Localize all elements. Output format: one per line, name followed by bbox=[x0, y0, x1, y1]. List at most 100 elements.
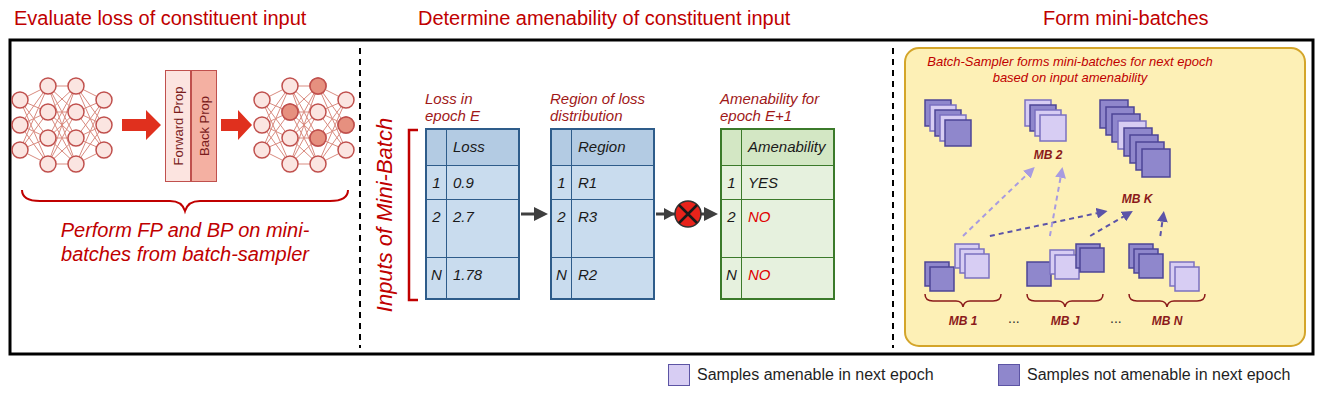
multiply-symbol bbox=[675, 201, 701, 227]
table-cell-text: R1 bbox=[578, 174, 597, 191]
connector bbox=[963, 171, 1031, 236]
table-cell: R3 bbox=[572, 200, 653, 258]
table-cell-text: NO bbox=[748, 266, 771, 283]
table-heading: Loss in epoch E bbox=[425, 84, 495, 124]
table-cell-text: 2 bbox=[727, 208, 735, 225]
table-cell: NO bbox=[742, 258, 833, 298]
table-heading-text: Amenability for epoch E+1 bbox=[720, 90, 845, 124]
table-cell-text: 1 bbox=[727, 174, 735, 191]
table-cell-text: 2 bbox=[557, 208, 565, 225]
mini-batch-label: MB 1 bbox=[921, 314, 1005, 328]
axis-label-box: Inputs of Mini-Batch bbox=[372, 118, 398, 312]
ellipsis: ... bbox=[1110, 310, 1122, 326]
table-body: Loss10.922.7N1.78 bbox=[425, 128, 520, 300]
table-cell: 1 bbox=[552, 166, 572, 200]
table-heading-text: Region of loss distribution bbox=[550, 90, 655, 124]
table-cell: YES bbox=[742, 166, 833, 200]
sample-stack bbox=[925, 100, 971, 146]
table-cell: 2 bbox=[427, 200, 447, 258]
table-cell-text: Loss bbox=[453, 138, 485, 155]
table-heading: Region of loss distribution bbox=[550, 84, 655, 124]
ellipsis: ... bbox=[1008, 310, 1020, 326]
table-heading: Amenability for epoch E+1 bbox=[720, 84, 845, 124]
section-heading-box: Form mini-batches bbox=[1043, 6, 1209, 30]
mini-batch: MB N bbox=[1125, 238, 1209, 330]
legend-text: Samples not amenable in next epoch bbox=[1027, 366, 1290, 383]
panel-caption-text: Batch-Sampler forms mini-batches for nex… bbox=[927, 54, 1212, 85]
mini-batch-name: MB J bbox=[1051, 314, 1080, 328]
table-cell: Amenability bbox=[742, 130, 833, 166]
legend-text: Samples amenable in next epoch bbox=[697, 366, 934, 383]
step-caption: Perform FP and BP on mini-batches from b… bbox=[61, 219, 310, 265]
table-cell bbox=[722, 130, 742, 166]
legend-entry: Samples not amenable in next epoch bbox=[1027, 365, 1290, 385]
region-table: Region of loss distributionRegion 1 R1 2 R3N… bbox=[550, 84, 655, 300]
sampler-panel-fill bbox=[905, 48, 1305, 346]
table-cell-text: YES bbox=[748, 174, 778, 191]
section-heading: Evaluate loss of constituent input bbox=[14, 7, 306, 29]
connector bbox=[1050, 172, 1062, 236]
amenability-table: Amenability for epoch E+1Amenability 1 YES… bbox=[720, 84, 845, 300]
mini-batch-name: MB N bbox=[1152, 314, 1183, 328]
table-cell: N bbox=[722, 258, 742, 298]
table-cell: Loss bbox=[447, 130, 518, 166]
mini-batch-label: MB N bbox=[1125, 314, 1209, 328]
connector bbox=[1160, 216, 1163, 236]
table-cell: 2 bbox=[552, 200, 572, 258]
updated-neurons bbox=[282, 78, 354, 146]
table-cell-text: 1 bbox=[432, 174, 440, 191]
mini-batch-label: MB 2 bbox=[1015, 148, 1081, 162]
multiply-cross bbox=[679, 205, 697, 223]
section-heading-box: Evaluate loss of constituent input bbox=[14, 6, 306, 30]
section-divider bbox=[892, 48, 894, 348]
connector bbox=[521, 213, 541, 216]
batch-sampler-panel: Batch-Sampler forms mini-batches for nex… bbox=[905, 48, 1305, 346]
outer-frame bbox=[10, 40, 1313, 354]
legend-entry: Samples amenable in next epoch bbox=[697, 365, 934, 385]
section-heading: Form mini-batches bbox=[1043, 7, 1209, 29]
sample-stack bbox=[1100, 100, 1170, 177]
table-cell-text: Amenability bbox=[748, 138, 826, 155]
brace bbox=[22, 190, 348, 211]
table-cell-text: NO bbox=[748, 208, 771, 225]
mini-batch-name: MB 1 bbox=[949, 314, 978, 328]
table-cell-text: 1.78 bbox=[453, 266, 482, 283]
table-cell: 2.7 bbox=[447, 200, 518, 258]
arrow-head bbox=[664, 208, 675, 220]
section-heading-box: Determine amenability of constituent inp… bbox=[418, 6, 790, 30]
mini-batch: MB K bbox=[1095, 98, 1179, 208]
mini-batch-name: MB 2 bbox=[1034, 148, 1063, 162]
flow-arrow bbox=[122, 110, 161, 140]
section-heading: Determine amenability of constituent inp… bbox=[418, 7, 790, 29]
axis-label: Inputs of Mini-Batch bbox=[372, 118, 397, 312]
ellipsis-box: ... bbox=[1008, 310, 1020, 327]
table-cell: NO bbox=[742, 200, 833, 258]
ellipsis-box: ... bbox=[1110, 310, 1122, 327]
section-divider bbox=[359, 48, 361, 348]
table-body: Amenability1YES2NONNO bbox=[720, 128, 835, 300]
legend-swatch bbox=[668, 364, 690, 386]
mini-batch-label: MB J bbox=[1023, 314, 1107, 328]
mini-batch-name: MB K bbox=[1122, 192, 1153, 206]
table-cell-text: R2 bbox=[578, 266, 597, 283]
process-box: Back Prop bbox=[191, 70, 217, 182]
table-cell: 0.9 bbox=[447, 166, 518, 200]
table-cell: Region bbox=[572, 130, 653, 166]
table-cell: N bbox=[552, 258, 572, 298]
mini-batch: MB 1 bbox=[921, 238, 1005, 330]
sample-group bbox=[1129, 244, 1199, 291]
connector bbox=[1090, 214, 1128, 236]
table-cell-text: 2 bbox=[432, 208, 440, 225]
table-cell: R1 bbox=[572, 166, 653, 200]
table-body: Region 1 R1 2 R3N R2 bbox=[550, 128, 655, 300]
table-cell: 1 bbox=[722, 166, 742, 200]
group-brace bbox=[925, 294, 1205, 307]
table-cell-text: R3 bbox=[578, 208, 597, 225]
process-label: Back Prop bbox=[197, 96, 212, 156]
panel-caption: Batch-Sampler forms mini-batches for nex… bbox=[925, 54, 1215, 86]
mini-batch-label: MB K bbox=[1095, 192, 1179, 206]
table-cell-text: Region bbox=[578, 138, 626, 155]
table-cell: R2 bbox=[572, 258, 653, 298]
table-cell: 2 bbox=[722, 200, 742, 258]
